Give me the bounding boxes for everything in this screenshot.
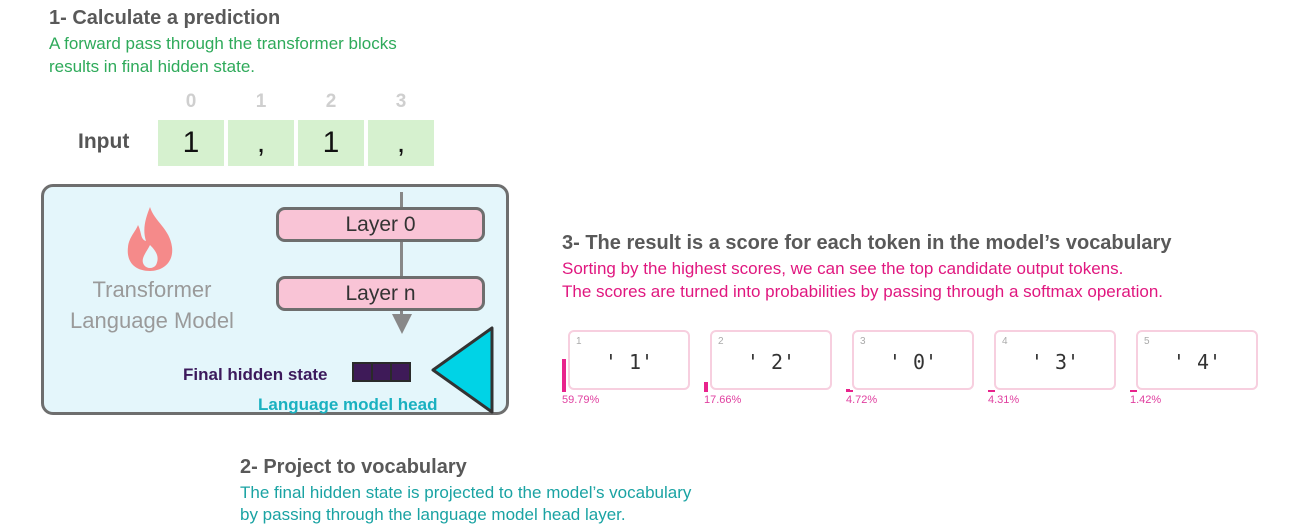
- step3-title: 3- The result is a score for each token …: [562, 232, 1172, 254]
- step3-desc-line2: The scores are turned into probabilities…: [562, 282, 1164, 301]
- step2-title: 2- Project to vocabulary: [240, 456, 467, 478]
- candidate-rank: 4: [1002, 336, 1008, 347]
- hidden-state-cell: [392, 364, 409, 380]
- probability-label: 4.72%: [846, 394, 878, 406]
- token-index: 2: [325, 91, 337, 112]
- candidate-rank: 5: [1144, 336, 1150, 347]
- step1-desc-line2: results in final hidden state.: [49, 57, 256, 76]
- candidate-card: 3 ' 0': [852, 330, 974, 390]
- probability-bar-tick: [988, 390, 995, 392]
- step3-desc-line1: Sorting by the highest scores, we can se…: [562, 259, 1124, 278]
- token-index: 3: [395, 91, 407, 112]
- flame-icon: [127, 207, 173, 271]
- probability-bar: [704, 382, 708, 392]
- final-hidden-state-label: Final hidden state: [183, 365, 328, 384]
- input-token: ,: [368, 120, 434, 166]
- input-token: ,: [228, 120, 294, 166]
- candidate-rank: 3: [860, 336, 866, 347]
- model-name-line1: Transformer: [92, 277, 212, 302]
- step2-desc-line2: by passing through the language model he…: [240, 505, 626, 524]
- probability-bar: [562, 359, 566, 392]
- step2-desc-line1: The final hidden state is projected to t…: [240, 483, 692, 502]
- probability-label: 4.31%: [988, 394, 1020, 406]
- step1-title: 1- Calculate a prediction: [49, 7, 281, 29]
- probability-label: 17.66%: [704, 394, 742, 406]
- candidate-card: 2 ' 2': [710, 330, 832, 390]
- flow-line: [400, 192, 403, 317]
- input-token: 1: [298, 120, 364, 166]
- probability-bar-tick: [846, 390, 853, 392]
- candidate-card: 4 ' 3': [994, 330, 1116, 390]
- token-index: 0: [185, 91, 197, 112]
- candidate-rank: 1: [576, 336, 582, 347]
- token-index: 1: [255, 91, 267, 112]
- candidate-rank: 2: [718, 336, 724, 347]
- candidate-card: 5 ' 4': [1136, 330, 1258, 390]
- layer-0-block: Layer 0: [276, 207, 485, 242]
- candidate-token: ' 3': [1030, 350, 1080, 374]
- lm-head-label: Language model head: [258, 395, 438, 414]
- step1-desc-line1: A forward pass through the transformer b…: [49, 34, 397, 53]
- down-arrow-icon: [392, 314, 412, 334]
- probability-label: 59.79%: [562, 394, 600, 406]
- candidate-token: ' 1': [604, 350, 654, 374]
- layer-n-block: Layer n: [276, 276, 485, 311]
- candidate-token: ' 0': [888, 350, 938, 374]
- model-name-line2: Language Model: [70, 308, 234, 333]
- lm-head-trapezoid-icon: [431, 326, 494, 414]
- candidate-token: ' 4': [1172, 350, 1222, 374]
- final-hidden-state-vector: [352, 362, 411, 382]
- probability-bar-tick: [1130, 390, 1137, 392]
- input-token: 1: [158, 120, 224, 166]
- probability-label: 1.42%: [1130, 394, 1162, 406]
- input-label: Input: [78, 130, 130, 153]
- candidate-card: 1 ' 1': [568, 330, 690, 390]
- hidden-state-cell: [354, 364, 371, 380]
- hidden-state-cell: [373, 364, 390, 380]
- candidate-token: ' 2': [746, 350, 796, 374]
